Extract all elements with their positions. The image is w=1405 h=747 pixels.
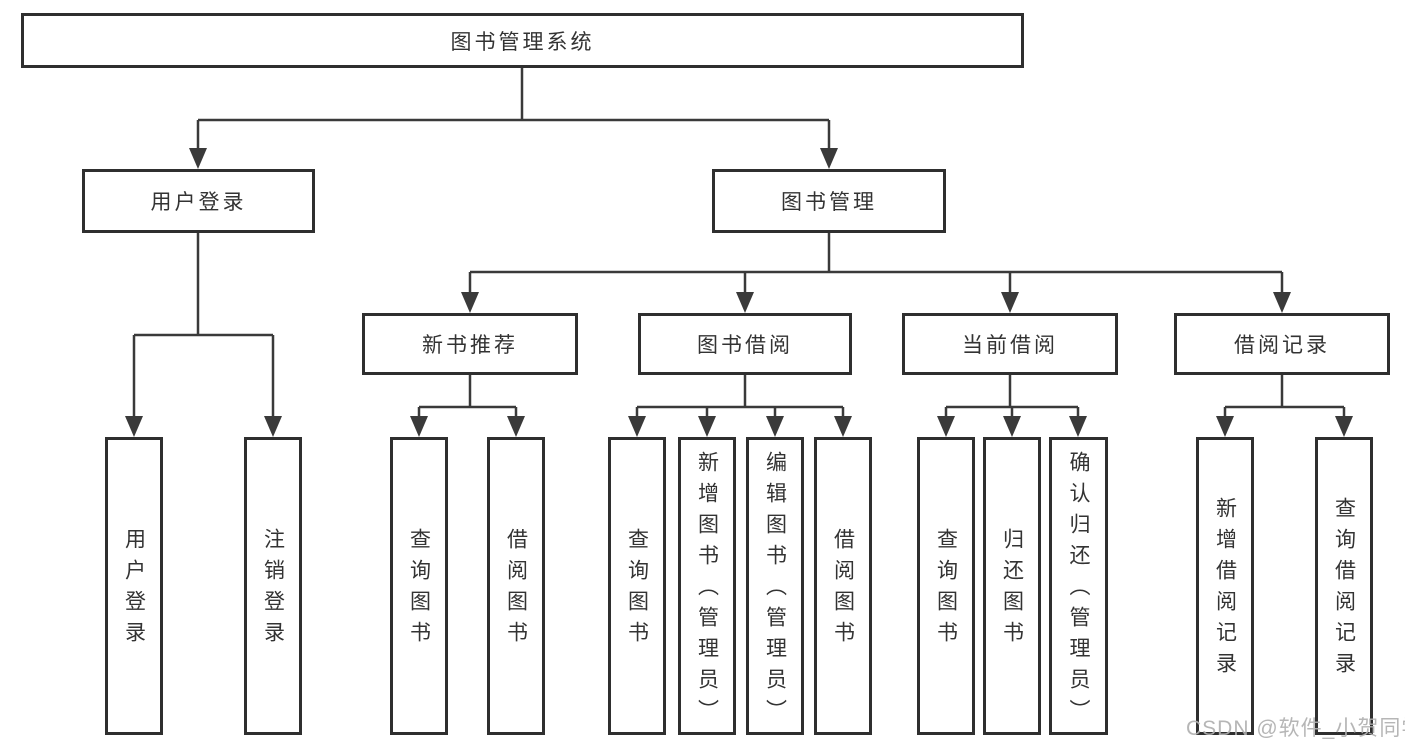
leaf-return-books: 归还图书 [983,437,1041,735]
arrowhead [1335,416,1353,437]
arrowhead [1003,416,1021,437]
arrowhead [1069,416,1087,437]
arrowhead [125,416,143,437]
leaf-logout: 注销登录 [244,437,302,735]
connector-root-to-level2 [196,68,831,150]
connector-userlogin-to-leaves [132,233,275,418]
leaf-confirm-return-admin: 确认归还（管理员） [1049,437,1108,735]
connector-bookmgmt-to-level3 [468,233,1284,294]
arrowhead [507,416,525,437]
node-user-login: 用户登录 [82,169,315,233]
node-book-management: 图书管理 [712,169,946,233]
node-root-library-system: 图书管理系统 [21,13,1024,68]
node-current-borrow: 当前借阅 [902,313,1118,375]
arrowhead [410,416,428,437]
node-book-borrow: 图书借阅 [638,313,852,375]
leaf-query-books-borrow: 查询图书 [608,437,666,735]
node-new-book-recommend: 新书推荐 [362,313,578,375]
arrowhead [628,416,646,437]
leaf-query-borrow-record: 查询借阅记录 [1315,437,1373,735]
arrowhead [834,416,852,437]
arrowhead [1216,416,1234,437]
leaf-user-login: 用户登录 [105,437,163,735]
arrowhead [461,292,479,313]
arrowhead [264,416,282,437]
arrowhead [766,416,784,437]
arrowhead [820,148,838,169]
connector-bookborrow-to-leaves [635,375,845,418]
arrowhead [736,292,754,313]
connector-newbook-to-leaves [417,375,518,418]
leaf-add-borrow-record: 新增借阅记录 [1196,437,1254,735]
watermark: CSDN @软件_小贺同学 [1186,717,1405,740]
arrowhead [937,416,955,437]
node-borrow-records: 借阅记录 [1174,313,1390,375]
arrowhead [698,416,716,437]
arrowhead [1273,292,1291,313]
connector-records-to-leaves [1223,375,1346,418]
leaf-add-books-admin: 新增图书（管理员） [678,437,736,735]
leaf-query-books-current: 查询图书 [917,437,975,735]
arrowhead [189,148,207,169]
leaf-edit-books-admin: 编辑图书（管理员） [746,437,804,735]
leaf-borrow-books: 借阅图书 [814,437,872,735]
arrowhead [1001,292,1019,313]
leaf-borrow-books-recommend: 借阅图书 [487,437,545,735]
leaf-query-books-recommend: 查询图书 [390,437,448,735]
connector-currentborrow-to-leaves [944,375,1080,418]
